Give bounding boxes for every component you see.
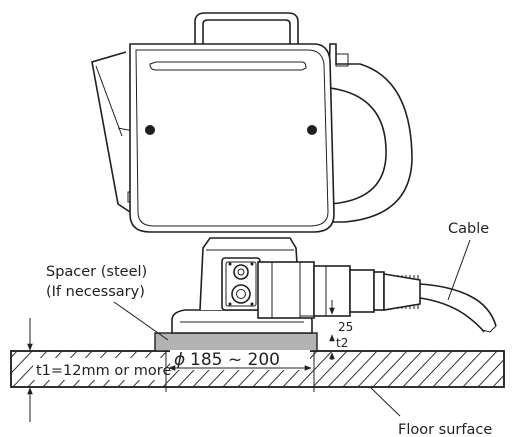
cable-leader [447, 239, 471, 301]
diameter-dimension: ϕ 185 ~ 200 [165, 350, 315, 392]
hatch-line [432, 351, 468, 387]
spacer-plate [154, 332, 318, 352]
hatch-line [477, 358, 504, 387]
hatch-line [357, 351, 393, 387]
hatch-line [312, 351, 348, 387]
floor-leader [369, 386, 401, 417]
dim-25-label: 25 [338, 320, 353, 334]
hatch-line [327, 351, 363, 387]
hatch-line [447, 351, 483, 387]
screw-left-icon [145, 125, 155, 135]
hatch-line [11, 351, 18, 359]
cable-label: Cable [448, 221, 489, 237]
cable [419, 283, 497, 333]
diameter-range-label: 185 ~ 200 [190, 350, 280, 370]
spacer-label-line1: Spacer (steel) [46, 264, 147, 280]
hatch-line [387, 351, 423, 387]
floor-surface-label: Floor surface [398, 422, 492, 437]
base-dimension: 25 t2 [300, 300, 353, 360]
screw-right-icon [307, 125, 317, 135]
spacer-label-line2: (If necessary) [46, 284, 145, 300]
camera-head [91, 12, 413, 233]
hatch-line [342, 351, 378, 387]
spacer-leader [113, 301, 169, 341]
hatch-line [297, 351, 333, 387]
hatch-line [462, 351, 498, 387]
floor-thickness-label: t1=12mm or more [36, 363, 171, 379]
connector-panel [221, 257, 261, 311]
hatch-line [417, 351, 453, 387]
hatch-line [12, 351, 48, 387]
dim-t2-label: t2 [336, 336, 348, 350]
hatch-line [11, 351, 33, 374]
diameter-symbol: ϕ [174, 350, 185, 370]
hatch-line [492, 374, 504, 387]
hatch-line [402, 351, 438, 387]
floor-thickness-dimension: t1=12mm or more [18, 318, 171, 422]
hatch-line [372, 351, 408, 387]
cable-conduit [257, 261, 421, 319]
hatch-line [505, 348, 513, 390]
